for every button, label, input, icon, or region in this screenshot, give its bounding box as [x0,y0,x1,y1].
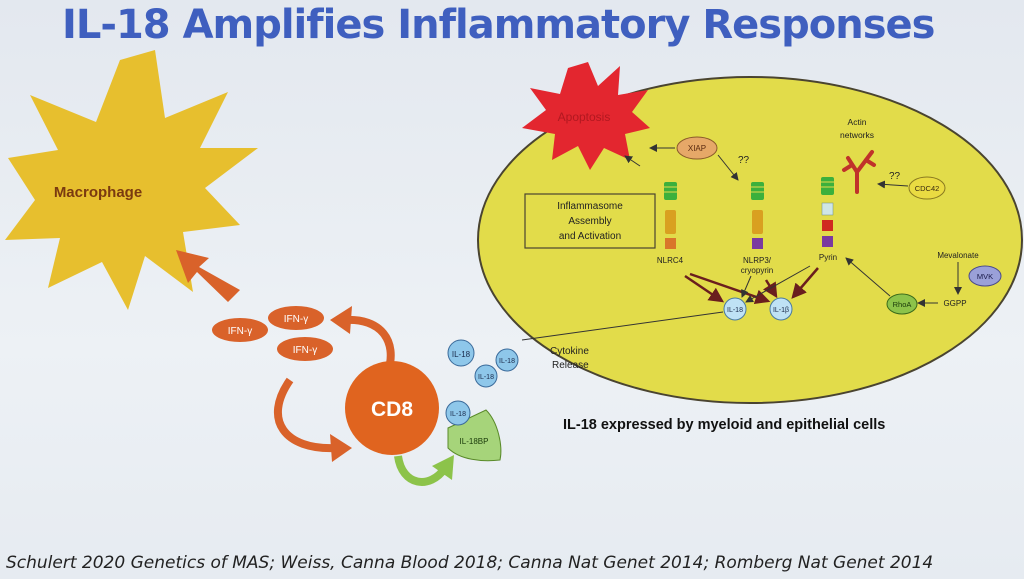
apoptosis-shape [522,62,650,170]
xiap-node [676,136,718,160]
macrophage-shape [5,50,258,310]
il18-bound-label: IL-18 [450,411,466,418]
curved-arrow-ifn-head [330,306,352,334]
ifn-gamma-label-3: IFN-γ [293,345,317,356]
inflammasome-line-1: Inflammasome [557,201,623,212]
ifn-gamma-label-1: IFN-γ [228,326,252,337]
xiap-label: XIAP [688,144,706,153]
nlrp3-label-2: cryopyrin [741,266,773,275]
rhoa-label: RhoA [893,300,912,309]
actin-label-2: networks [840,130,874,140]
slide-title: IL-18 Amplifies Inflammatory Responses [62,2,935,48]
il1b-cell-node [769,297,793,321]
il1b-cell-label: IL-1β [773,307,789,314]
ifn-gamma-label-2: IFN-γ [284,314,308,325]
ifn-gamma-1 [212,318,268,342]
nlrc4-label: NLRC4 [657,256,684,265]
arrow-rhoa-pyrin [845,257,891,297]
ggpp-label: GGPP [943,299,966,308]
apoptosis-label: Apoptosis [558,110,611,124]
curved-arrow-autocrine [274,377,336,453]
il18bp-label: IL-18BP [460,437,489,446]
cdc42-label: CDC42 [915,184,940,193]
arrow-to-macrophage [176,250,240,302]
nlrc4-protein-icon [664,182,677,249]
il18-free-label-2: IL-18 [499,358,515,365]
il18-free-1 [447,339,475,367]
unknown-label-1: ?? [738,155,750,166]
il18-cell-node [723,297,747,321]
cd8-label: CD8 [371,398,413,421]
arrow-to-apoptosis [624,155,641,167]
il18-free-3 [474,364,498,388]
mvk-node [968,265,1002,287]
green-arrow [394,455,449,486]
inflammasome-line-2: Assembly [568,216,611,227]
macrophage-label: Macrophage [54,184,142,201]
arrow-pyrin-il18 [745,265,811,303]
pyrin-label: Pyrin [819,253,837,262]
green-arrow-head [432,455,454,480]
mvk-label: MVK [977,272,993,281]
arrow-cdc42-actin [877,180,909,189]
il18-cell-label: IL-18 [727,307,743,314]
arrow-xiap-nlrp3 [717,154,739,181]
cdc42-node [908,176,946,200]
ifn-gamma-3 [277,337,333,361]
actin-network-icon [842,150,876,194]
curved-arrow-autocrine-head [330,434,352,462]
il18-free-label-3: IL-18 [478,374,494,381]
unknown-label-2: ?? [889,171,901,182]
cytokine-release-label-1: Cytokine [550,346,589,357]
cd8-cell [345,361,439,455]
rhoa-node [886,293,918,315]
pyrin-protein-icon [821,177,834,247]
inflammasome-line-3: and Activation [559,231,621,242]
mevalonate-label: Mevalonate [937,251,979,260]
nlrp3-label-1: NLRP3/ [743,256,772,265]
il18-bound [445,400,471,426]
cytokine-release-label-2: Release [552,360,589,371]
ifn-gamma-2 [268,306,324,330]
il18-free-label-1: IL-18 [452,350,471,359]
arrow-nlrp3-il18 [741,275,752,298]
cytokine-release-line [521,311,724,341]
inflammasome-box [524,193,656,249]
caption: IL-18 expressed by myeloid and epithelia… [563,417,886,433]
citation: Schulert 2020 Genetics of MAS; Weiss, Ca… [6,553,934,573]
actin-label-1: Actin [848,117,867,127]
il18-free-2 [495,348,519,372]
cell-body [477,76,1023,404]
nlrp3-protein-icon [751,182,764,249]
